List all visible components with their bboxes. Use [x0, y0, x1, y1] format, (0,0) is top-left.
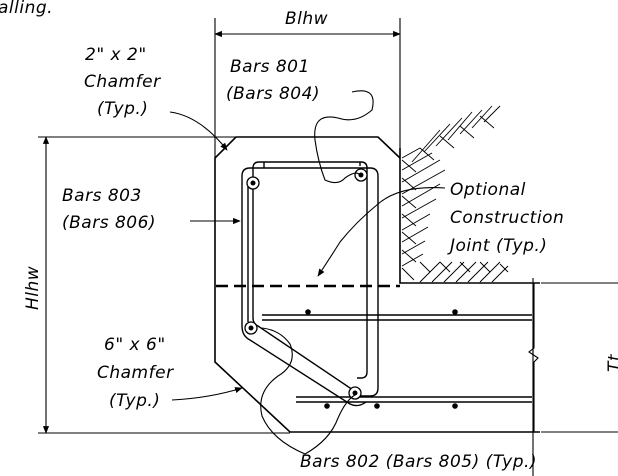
label-construction-joint: Optional Construction Joint (Typ.): [317, 180, 564, 277]
rebar-longitudinal: [262, 162, 532, 403]
chamfer-small-line-2: Chamfer: [84, 72, 161, 92]
bars-803-line-2: (Bars 806): [62, 213, 156, 233]
height-dimension: Hlhw: [23, 136, 290, 434]
chamfer-small-line-1: 2" x 2": [85, 45, 147, 65]
bars-803-line-1: Bars 803: [62, 186, 142, 206]
label-chamfer-small: 2" x 2" Chamfer (Typ.): [84, 45, 228, 151]
earth-hatching: [401, 105, 509, 283]
label-chamfer-large: 6" x 6" Chamfer (Typ.): [97, 335, 243, 411]
width-label: Blhw: [285, 9, 328, 29]
chamfer-large-line-1: 6" x 6": [104, 335, 166, 355]
chamfer-large-line-3: (Typ.): [109, 391, 160, 411]
thickness-label: Tt: [605, 353, 618, 372]
top-caption-fragment: alling.: [0, 0, 53, 18]
label-bars-802: Bars 802 (Bars 805) (Typ.): [260, 327, 537, 472]
corner-bars: [244, 168, 368, 400]
height-label: Hlhw: [23, 266, 43, 310]
rebar-stirrup-upper: [241, 161, 379, 407]
slab-break-line: [528, 283, 539, 432]
joint-line-3: Joint (Typ.): [447, 236, 547, 256]
concrete-outline: [214, 136, 540, 433]
chamfer-large-line-2: Chamfer: [97, 363, 174, 383]
bars-801-line-1: Bars 801: [230, 57, 310, 77]
slab-bar-dots: [305, 309, 458, 409]
joint-line-1: Optional: [450, 180, 526, 200]
chamfer-small-line-3: (Typ.): [97, 99, 148, 119]
bars-801-line-2: (Bars 804): [226, 84, 320, 104]
joint-line-2: Construction: [450, 208, 564, 228]
label-bars-803: Bars 803 (Bars 806): [62, 186, 241, 233]
thickness-dimension: Tt: [532, 278, 618, 476]
label-bars-801: Bars 801 (Bars 804): [226, 57, 374, 184]
bars-802-text: Bars 802 (Bars 805) (Typ.): [300, 452, 537, 472]
